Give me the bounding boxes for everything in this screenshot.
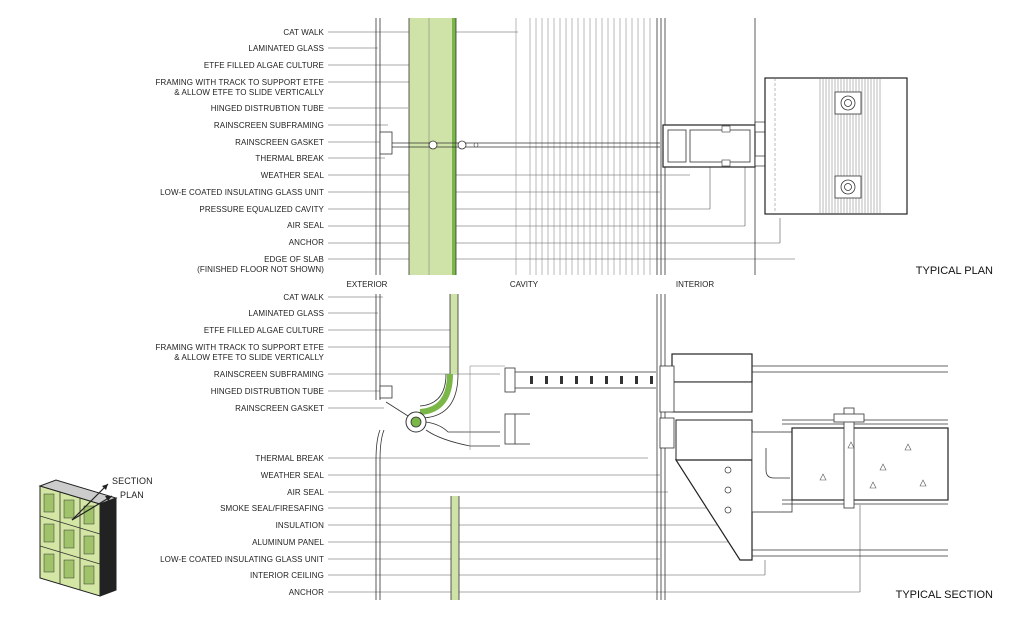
section-label-framing-track-2: & ALLOW ETFE TO SLIDE VERTICALLY xyxy=(174,353,324,362)
section-label-low-e-igu: LOW-E COATED INSULATING GLASS UNIT xyxy=(160,555,324,564)
zone-exterior: EXTERIOR xyxy=(347,280,388,289)
section-labels: CAT WALK LAMINATED GLASS ETFE FILLED ALG… xyxy=(156,293,325,597)
section-anchor-bolt xyxy=(843,407,855,509)
section-label-insulation: INSULATION xyxy=(276,521,325,530)
section-label-air-seal: AIR SEAL xyxy=(287,488,324,497)
plan-label-low-e-igu: LOW-E COATED INSULATING GLASS UNIT xyxy=(160,188,324,197)
plan-label-cat-walk: CAT WALK xyxy=(283,28,324,37)
section-leaders xyxy=(328,296,861,593)
plan-labels: CAT WALK LAMINATED GLASS ETFE FILLED ALG… xyxy=(156,28,325,274)
plan-geometry xyxy=(375,18,908,275)
section-label-aluminum-panel: ALUMINUM PANEL xyxy=(252,538,324,547)
plan-label-finished-floor: (FINISHED FLOOR NOT SHOWN) xyxy=(197,265,324,274)
plan-leaders xyxy=(328,31,795,260)
section-algae-lower xyxy=(451,496,459,600)
plan-label-edge-of-slab: EDGE OF SLAB xyxy=(264,255,324,264)
section-transom-upper xyxy=(671,353,753,383)
section-geometry xyxy=(375,294,949,600)
section-aluminum-panel xyxy=(674,459,753,561)
section-algae-upper xyxy=(450,294,458,374)
section-label-cat-walk: CAT WALK xyxy=(283,293,324,302)
section-distribution-tube xyxy=(410,416,422,428)
zone-interior: INTERIOR xyxy=(676,280,714,289)
section-label-rainscreen-subframing: RAINSCREEN SUBFRAMING xyxy=(214,370,324,379)
catwalk-grating xyxy=(530,376,653,384)
plan-label-framing-track-2: & ALLOW ETFE TO SLIDE VERTICALLY xyxy=(174,88,324,97)
section-label-framing-track-1: FRAMING WITH TRACK TO SUPPORT ETFE xyxy=(156,343,324,352)
plan-label-etfe-algae: ETFE FILLED ALGAE CULTURE xyxy=(204,61,324,70)
plan-title: TYPICAL PLAN xyxy=(916,265,993,277)
section-label-interior-ceiling: INTERIOR CEILING xyxy=(250,571,324,580)
plan-label-weather-seal: WEATHER SEAL xyxy=(261,171,325,180)
section-title: TYPICAL SECTION xyxy=(896,589,993,601)
axon-section-arrow xyxy=(71,483,109,521)
axon-key: SECTION PLAN xyxy=(38,476,153,597)
plan-label-framing-track-1: FRAMING WITH TRACK TO SUPPORT ETFE xyxy=(156,78,324,87)
plan-label-pressure-cavity: PRESSURE EQUALIZED CAVITY xyxy=(199,205,324,214)
plan-label-anchor: ANCHOR xyxy=(289,238,324,247)
plan-label-rainscreen-gasket: RAINSCREEN GASKET xyxy=(235,138,324,147)
plan-label-air-seal: AIR SEAL xyxy=(287,221,324,230)
plan-label-thermal-break: THERMAL BREAK xyxy=(255,154,324,163)
section-label-rainscreen-gasket: RAINSCREEN GASKET xyxy=(235,404,324,413)
section-firesafing xyxy=(751,431,793,513)
section-label-etfe-algae: ETFE FILLED ALGAE CULTURE xyxy=(204,326,324,335)
zone-headers: EXTERIOR CAVITY INTERIOR xyxy=(347,280,715,289)
section-label-smoke-seal: SMOKE SEAL/FIRESAFING xyxy=(220,504,324,513)
section-label-laminated-glass: LAMINATED GLASS xyxy=(248,309,324,318)
section-slab xyxy=(791,427,949,501)
axon-plan-arrow xyxy=(71,495,113,521)
section-label-weather-seal: WEATHER SEAL xyxy=(261,471,325,480)
axon-section-label: SECTION xyxy=(112,476,153,486)
section-label-anchor: ANCHOR xyxy=(289,588,324,597)
section-label-thermal-break: THERMAL BREAK xyxy=(255,454,324,463)
plan-label-rainscreen-subframing: RAINSCREEN SUBFRAMING xyxy=(214,121,324,130)
plan-label-laminated-glass: LAMINATED GLASS xyxy=(248,44,324,53)
plan-algae-edge xyxy=(452,18,456,275)
plan-label-distribution-tube: HINGED DISTRUBTION TUBE xyxy=(211,104,324,113)
axon-plan-label: PLAN xyxy=(120,490,144,500)
section-label-distribution-tube: HINGED DISTRUBTION TUBE xyxy=(211,387,324,396)
zone-cavity: CAVITY xyxy=(510,280,539,289)
